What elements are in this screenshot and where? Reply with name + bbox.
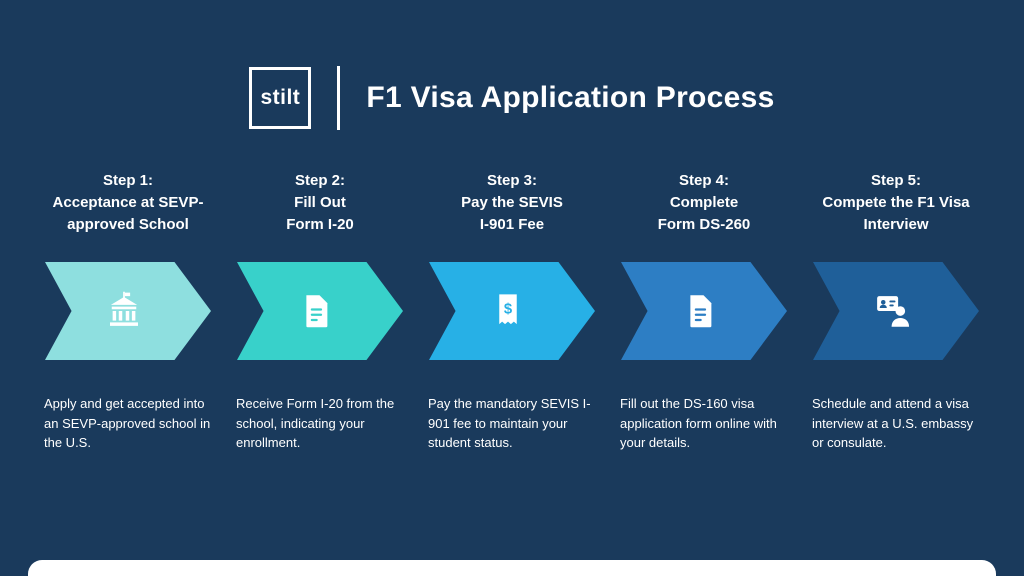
step-title-line: Interview — [863, 215, 929, 233]
step-title-line: Step 5: — [870, 172, 921, 189]
step-title-line: Step 3: — [486, 172, 537, 189]
step-description: Apply and get accepted into an SEVP-appr… — [44, 396, 211, 450]
step-title-line: Complete — [669, 193, 739, 211]
step-column-1: Step 1: Acceptance at SEVP- approved Sch… — [38, 170, 218, 453]
step-title-line: Step 4: — [678, 172, 729, 189]
step-title-line: Step 1: — [102, 172, 153, 189]
step-arrow: $ — [429, 262, 595, 360]
stilt-logo-text: stilt — [260, 86, 301, 109]
header-divider — [337, 66, 341, 130]
step-column-3: Step 3: Pay the SEVIS I-901 Fee $ Pay th… — [422, 170, 602, 453]
interview-icon — [877, 296, 910, 327]
step-column-2: Step 2: Fill Out Form I-20 Receive Form … — [230, 170, 410, 453]
bottom-card-edge — [28, 560, 996, 576]
svg-text:$: $ — [504, 302, 513, 318]
step-column-4: Step 4: Complete Form DS-260 Fill out th… — [614, 170, 794, 453]
step-description: Pay the mandatory SEVIS I-901 fee to mai… — [428, 396, 591, 450]
step-title-line: Form DS-260 — [657, 215, 751, 233]
step-title: Step 5: Compete the F1 Visa Interview — [822, 170, 969, 258]
document-icon — [690, 295, 712, 328]
step-arrow — [45, 262, 211, 360]
step-title-line: Fill Out — [294, 193, 346, 211]
step-arrow — [621, 262, 787, 360]
step-arrow — [237, 262, 403, 360]
step-title-line: Compete the F1 Visa — [822, 193, 970, 211]
stilt-logo: stilt — [249, 67, 312, 129]
step-title: Step 2: Fill Out Form I-20 — [286, 170, 354, 258]
step-title: Step 3: Pay the SEVIS I-901 Fee — [461, 170, 563, 258]
step-description: Receive Form I-20 from the school, indic… — [236, 396, 395, 450]
page-title: F1 Visa Application Process — [366, 81, 775, 114]
step-title-line: I-901 Fee — [479, 215, 545, 233]
step-arrow — [813, 262, 979, 360]
step-title: Step 1: Acceptance at SEVP- approved Sch… — [53, 170, 204, 258]
step-description: Fill out the DS-160 visa application for… — [620, 396, 777, 450]
step-title: Step 4: Complete Form DS-260 — [658, 170, 751, 258]
steps-row: Step 1: Acceptance at SEVP- approved Sch… — [0, 170, 1024, 453]
step-title-line: Step 2: — [294, 172, 345, 189]
document-icon — [306, 295, 328, 328]
step-title-line: Form I-20 — [286, 215, 354, 233]
step-column-5: Step 5: Compete the F1 Visa Interview Sc… — [806, 170, 986, 453]
step-title-line: approved School — [67, 215, 189, 233]
step-title-line: Acceptance at SEVP- — [52, 193, 204, 211]
school-icon — [110, 291, 138, 326]
step-title-line: Pay the SEVIS — [461, 193, 563, 211]
header: stilt F1 Visa Application Process — [0, 0, 1024, 130]
receipt-dollar-icon: $ — [499, 294, 517, 325]
step-description: Schedule and attend a visa interview at … — [812, 396, 974, 450]
